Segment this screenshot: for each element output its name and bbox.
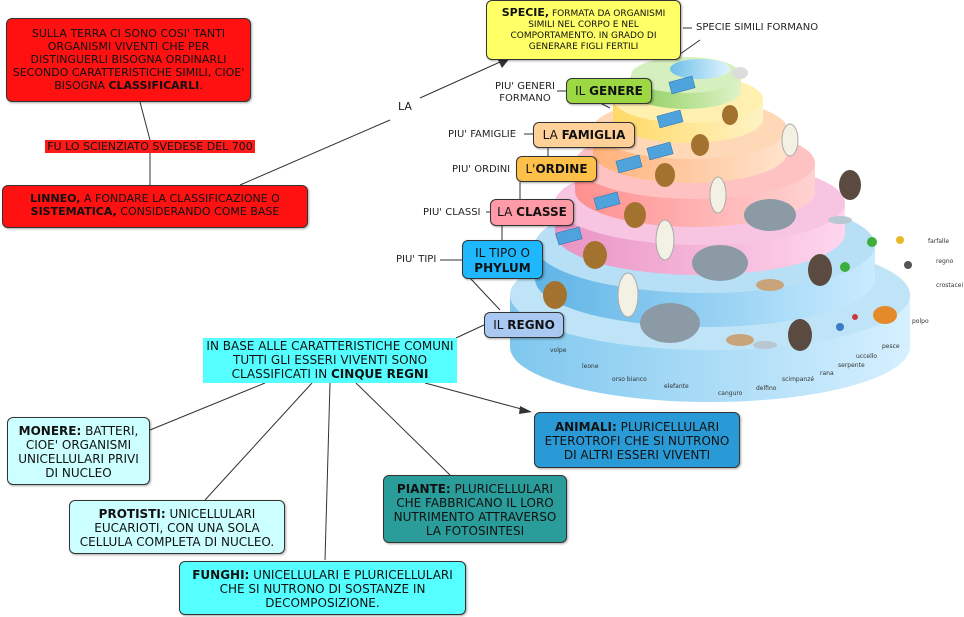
- pyramid-label: polpo: [912, 318, 929, 325]
- pyramid-label: canguro: [718, 390, 743, 397]
- piante-text: PLURICELLULARI CHE FABBRICANO IL LORO NU…: [393, 482, 557, 538]
- monere-text: BATTERI, CIOE' ORGANISMI UNICELLULARI PR…: [18, 424, 139, 480]
- pyramid-label: crostacei: [936, 282, 964, 289]
- animali-text: PLURICELLULARI ETEROTROFI CHE SI NUTRONO…: [544, 420, 730, 462]
- linneo-box: LINNEO, A FONDARE LA CLASSIFICAZIONE O S…: [2, 185, 308, 228]
- animali-box: ANIMALI: PLURICELLULARI ETEROTROFI CHE S…: [534, 412, 740, 468]
- pyramid-label: uccello: [856, 353, 878, 360]
- funghi-bold: FUNGHI:: [192, 568, 250, 582]
- ordine-box: L'ORDINE: [516, 156, 597, 182]
- piu-famiglie-label: PIU' FAMIGLIE: [448, 129, 517, 140]
- pyramid-label: leone: [582, 363, 599, 370]
- pyramid-label: scimpanzé: [782, 376, 815, 383]
- regno-pre: IL: [493, 318, 508, 332]
- cinque-bold: CINQUE REGNI: [331, 367, 429, 381]
- pyramid-label: rana: [820, 370, 834, 377]
- classe-bold: CLASSE: [516, 205, 567, 219]
- pyramid-label: elefante: [664, 383, 689, 390]
- intro-bold: CLASSIFICARLI: [108, 79, 200, 92]
- ordine-bold: ORDINE: [535, 162, 588, 176]
- pyramid-label: farfalle: [928, 238, 950, 245]
- animali-bold: ANIMALI:: [554, 420, 617, 434]
- pyramid-label: pesce: [882, 343, 900, 350]
- genere-box: IL GENERE: [566, 78, 652, 104]
- la-label: LA: [398, 100, 412, 113]
- genere-pre: IL: [575, 84, 590, 98]
- specie-box: SPECIE, FORMATA DA ORGANISMI SIMILI NEL …: [486, 0, 681, 60]
- piu-generi-label: PIU' GENERI FORMANO: [495, 81, 555, 104]
- funghi-box: FUNGHI: UNICELLULARI E PLURICELLULARI CH…: [179, 561, 466, 615]
- piu-tipi-label: PIU' TIPI: [396, 254, 437, 265]
- cinque-text: IN BASE ALLE CARATTERISTICHE COMUNI TUTT…: [206, 339, 454, 381]
- linneo-bold-2: SISTEMATICA,: [30, 205, 117, 218]
- pyramid-label: volpe: [550, 347, 567, 354]
- piu-ordini-label: PIU' ORDINI: [452, 164, 511, 175]
- pyramid-label: delfino: [756, 385, 777, 392]
- specie-text: FORMATA DA ORGANISMI SIMILI NEL CORPO E …: [510, 9, 666, 52]
- protisti-text: UNICELLULARI EUCARIOTI, CON UNA SOLA CEL…: [79, 507, 275, 549]
- classe-pre: LA: [497, 205, 517, 219]
- genere-bold: GENERE: [589, 84, 643, 98]
- piu-classi-label: PIU' CLASSI: [423, 207, 481, 218]
- classification-pyramid-illustration: [510, 57, 912, 402]
- linneo-text-2: CONSIDERANDO COME BASE: [116, 205, 280, 218]
- monere-box: MONERE: BATTERI, CIOE' ORGANISMI UNICELL…: [7, 417, 150, 485]
- pyramid-label: orso bianco: [612, 376, 647, 383]
- tipo-pre: IL TIPO O: [475, 246, 530, 260]
- classe-box: LA CLASSE: [490, 199, 574, 226]
- piante-box: PIANTE: PLURICELLULARI CHE FABBRICANO IL…: [383, 475, 567, 543]
- cinque-regni-label: IN BASE ALLE CARATTERISTICHE COMUNI TUTT…: [203, 338, 457, 383]
- famiglia-bold: FAMIGLIA: [561, 128, 626, 142]
- ordine-pre: L': [525, 162, 536, 176]
- intro-end: .: [199, 79, 203, 92]
- scientist-label: FU LO SCIENZIATO SVEDESE DEL 700: [32, 140, 268, 153]
- protisti-box: PROTISTI: UNICELLULARI EUCARIOTI, CON UN…: [69, 500, 285, 554]
- famiglia-box: LA FAMIGLIA: [533, 122, 635, 148]
- intro-box: SULLA TERRA CI SONO COSI' TANTI ORGANISM…: [6, 18, 251, 102]
- pyramid-label: regno: [936, 258, 954, 265]
- pyramid-label: serpente: [838, 362, 865, 369]
- linneo-bold-1: LINNEO,: [30, 192, 81, 205]
- monere-bold: MONERE:: [18, 424, 82, 438]
- specie-simili-label: SPECIE SIMILI FORMANO: [696, 22, 819, 33]
- piante-bold: PIANTE:: [396, 482, 451, 496]
- protisti-bold: PROTISTI:: [98, 507, 166, 521]
- famiglia-pre: LA: [542, 128, 562, 142]
- intro-text: SULLA TERRA CI SONO COSI' TANTI ORGANISM…: [12, 27, 245, 92]
- regno-box: IL REGNO: [484, 312, 564, 338]
- specie-bold: SPECIE,: [501, 6, 550, 19]
- tipo-bold: PHYLUM: [474, 261, 531, 275]
- regno-bold: REGNO: [507, 318, 555, 332]
- linneo-text-1: A FONDARE LA CLASSIFICAZIONE O: [80, 192, 280, 205]
- scientist-text: FU LO SCIENZIATO SVEDESE DEL 700: [45, 140, 255, 153]
- funghi-text: UNICELLULARI E PLURICELLULARI CHE SI NUT…: [219, 568, 453, 610]
